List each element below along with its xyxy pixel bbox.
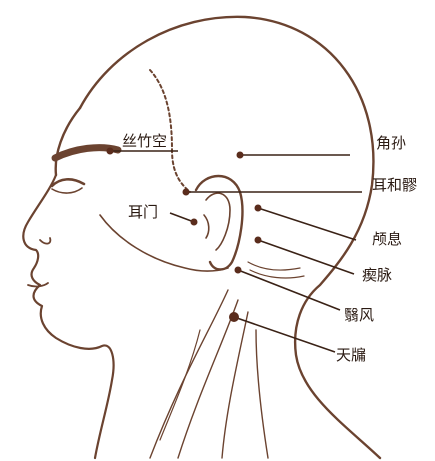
forehead-outline xyxy=(56,108,80,175)
label-luxi: 颅息 xyxy=(372,230,402,248)
leader-luxi xyxy=(258,208,356,240)
label-tianyou: 天牖 xyxy=(336,346,366,364)
nostril xyxy=(40,238,50,244)
ear-inner xyxy=(206,193,230,250)
eye-upper xyxy=(52,179,84,186)
label-yifeng: 翳风 xyxy=(344,306,374,324)
neck-line-4 xyxy=(256,330,268,458)
face-profile xyxy=(23,175,113,458)
neck-line-2 xyxy=(178,300,238,458)
behind-ear-shade xyxy=(248,262,300,270)
label-jiaosun: 角孙 xyxy=(376,134,406,152)
leader-tianyou xyxy=(234,317,335,352)
point-erheliao xyxy=(183,189,190,196)
neck-line-5 xyxy=(160,330,200,440)
leader-yifeng xyxy=(238,270,340,310)
leader-ermen xyxy=(170,213,194,222)
head-outline xyxy=(80,17,380,458)
label-ermen: 耳门 xyxy=(128,203,158,221)
leader-chimai xyxy=(258,240,354,274)
label-chimai: 瘈脉 xyxy=(362,266,392,284)
eye-lower xyxy=(52,188,82,193)
point-luxi xyxy=(255,205,262,212)
point-sizhukong xyxy=(107,148,114,155)
point-yifeng xyxy=(235,267,242,274)
ear-outer xyxy=(196,176,242,270)
point-ermen xyxy=(191,219,198,226)
behind-ear-shade-2 xyxy=(250,270,304,278)
ear-tragus xyxy=(204,215,209,238)
label-sizhukong: 丝竹空 xyxy=(122,132,167,150)
label-erheliao: 耳和髎 xyxy=(372,176,417,194)
neck-line-1 xyxy=(150,290,228,458)
point-jiaosun xyxy=(237,152,244,159)
point-tianyou xyxy=(229,312,239,322)
hairline xyxy=(150,70,190,192)
neck-line-3 xyxy=(222,312,248,458)
point-chimai xyxy=(255,237,262,244)
